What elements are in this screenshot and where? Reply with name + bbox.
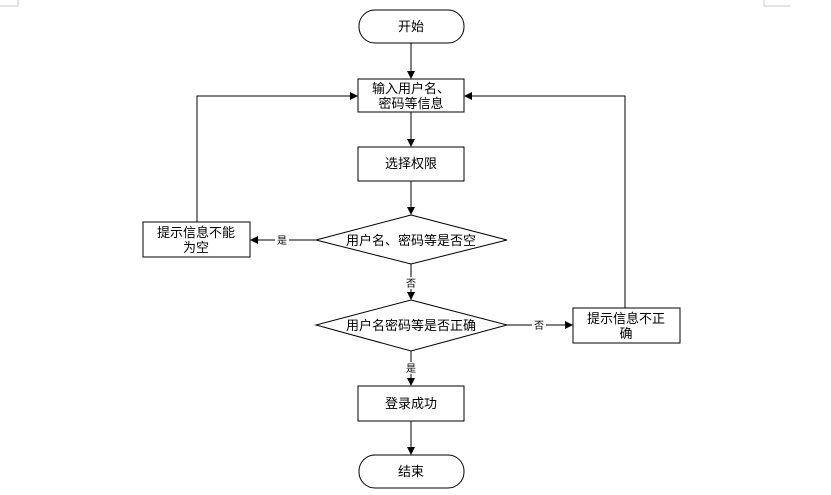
- decision-shape-check-empty: [315, 214, 508, 265]
- edge-label-bg-correct-no: [532, 319, 546, 331]
- node-check-correct-label: 用户名密码等是否正确: [346, 318, 476, 334]
- node-input: 输入用户名、 密码等信息: [357, 78, 465, 113]
- node-login-success-label: 登录成功: [385, 397, 437, 412]
- arrowhead-input-to-select-role: [407, 139, 415, 147]
- node-check-empty-label: 用户名、密码等是否空: [346, 233, 476, 249]
- process-shape-select-role: [357, 146, 465, 182]
- node-error-prompt-label-line-2: 确: [619, 327, 632, 342]
- node-input-label-line-1: 输入用户名、: [372, 81, 450, 97]
- node-empty-prompt-label-line-2: 为空: [183, 241, 209, 256]
- node-end: 结束: [358, 454, 465, 489]
- terminator-shape-start: [358, 9, 465, 44]
- node-empty-prompt: 提示信息不能 为空: [142, 221, 251, 258]
- decision-shape-check-correct: [314, 299, 509, 352]
- corner-mark-top-right: [763, 0, 790, 7]
- process-shape-input: [357, 78, 465, 113]
- corner-mark-top-left: [0, 0, 19, 7]
- edge-label-correct-yes: 是: [406, 363, 416, 375]
- edge-label-bg-empty-no: [404, 277, 418, 289]
- arrowhead-check-empty-to-check-correct: [407, 292, 415, 300]
- edge-label-empty-no: 否: [406, 278, 416, 290]
- arrowhead-check-empty-to-empty-prompt: [250, 236, 258, 244]
- node-end-label: 结束: [398, 465, 424, 480]
- arrowhead-start-to-input: [407, 71, 415, 79]
- edge-empty-prompt-to-input: [196, 95, 351, 222]
- edge-label-empty-yes: 是: [277, 235, 287, 247]
- arrowhead-empty-prompt-to-input: [350, 92, 358, 100]
- arrowhead-check-correct-to-error-prompt: [565, 321, 573, 329]
- node-check-empty: 用户名、密码等是否空: [315, 214, 508, 265]
- edge-label-bg-correct-yes: [404, 362, 418, 374]
- node-login-success: 登录成功: [357, 385, 465, 422]
- terminator-shape-end: [358, 454, 465, 489]
- process-shape-error-prompt: [572, 307, 681, 344]
- arrowhead-check-correct-to-login-success: [407, 378, 415, 386]
- node-empty-prompt-label-line-1: 提示信息不能: [157, 225, 235, 241]
- arrowhead-error-prompt-to-input: [464, 92, 472, 100]
- node-error-prompt-label-line-1: 提示信息不正: [587, 311, 665, 327]
- process-shape-login-success: [357, 385, 465, 422]
- page-corner-marks: [0, 0, 790, 7]
- node-start-label: 开始: [398, 20, 424, 35]
- node-select-role-label: 选择权限: [385, 156, 437, 172]
- node-check-correct: 用户名密码等是否正确: [314, 299, 509, 352]
- edge-labels: 是 否 否 是: [275, 234, 546, 375]
- edge-label-bg-empty-yes: [275, 234, 289, 246]
- arrowhead-login-success-to-end: [407, 447, 415, 455]
- process-shape-empty-prompt: [142, 221, 251, 258]
- node-start: 开始: [358, 9, 465, 44]
- edge-error-prompt-to-input: [471, 95, 626, 308]
- node-input-label-line-2: 密码等信息: [378, 96, 443, 112]
- node-select-role: 选择权限: [357, 146, 465, 182]
- edge-label-correct-no: 否: [534, 320, 544, 332]
- node-error-prompt: 提示信息不正 确: [572, 307, 681, 344]
- arrowhead-select-role-to-check-empty: [407, 207, 415, 215]
